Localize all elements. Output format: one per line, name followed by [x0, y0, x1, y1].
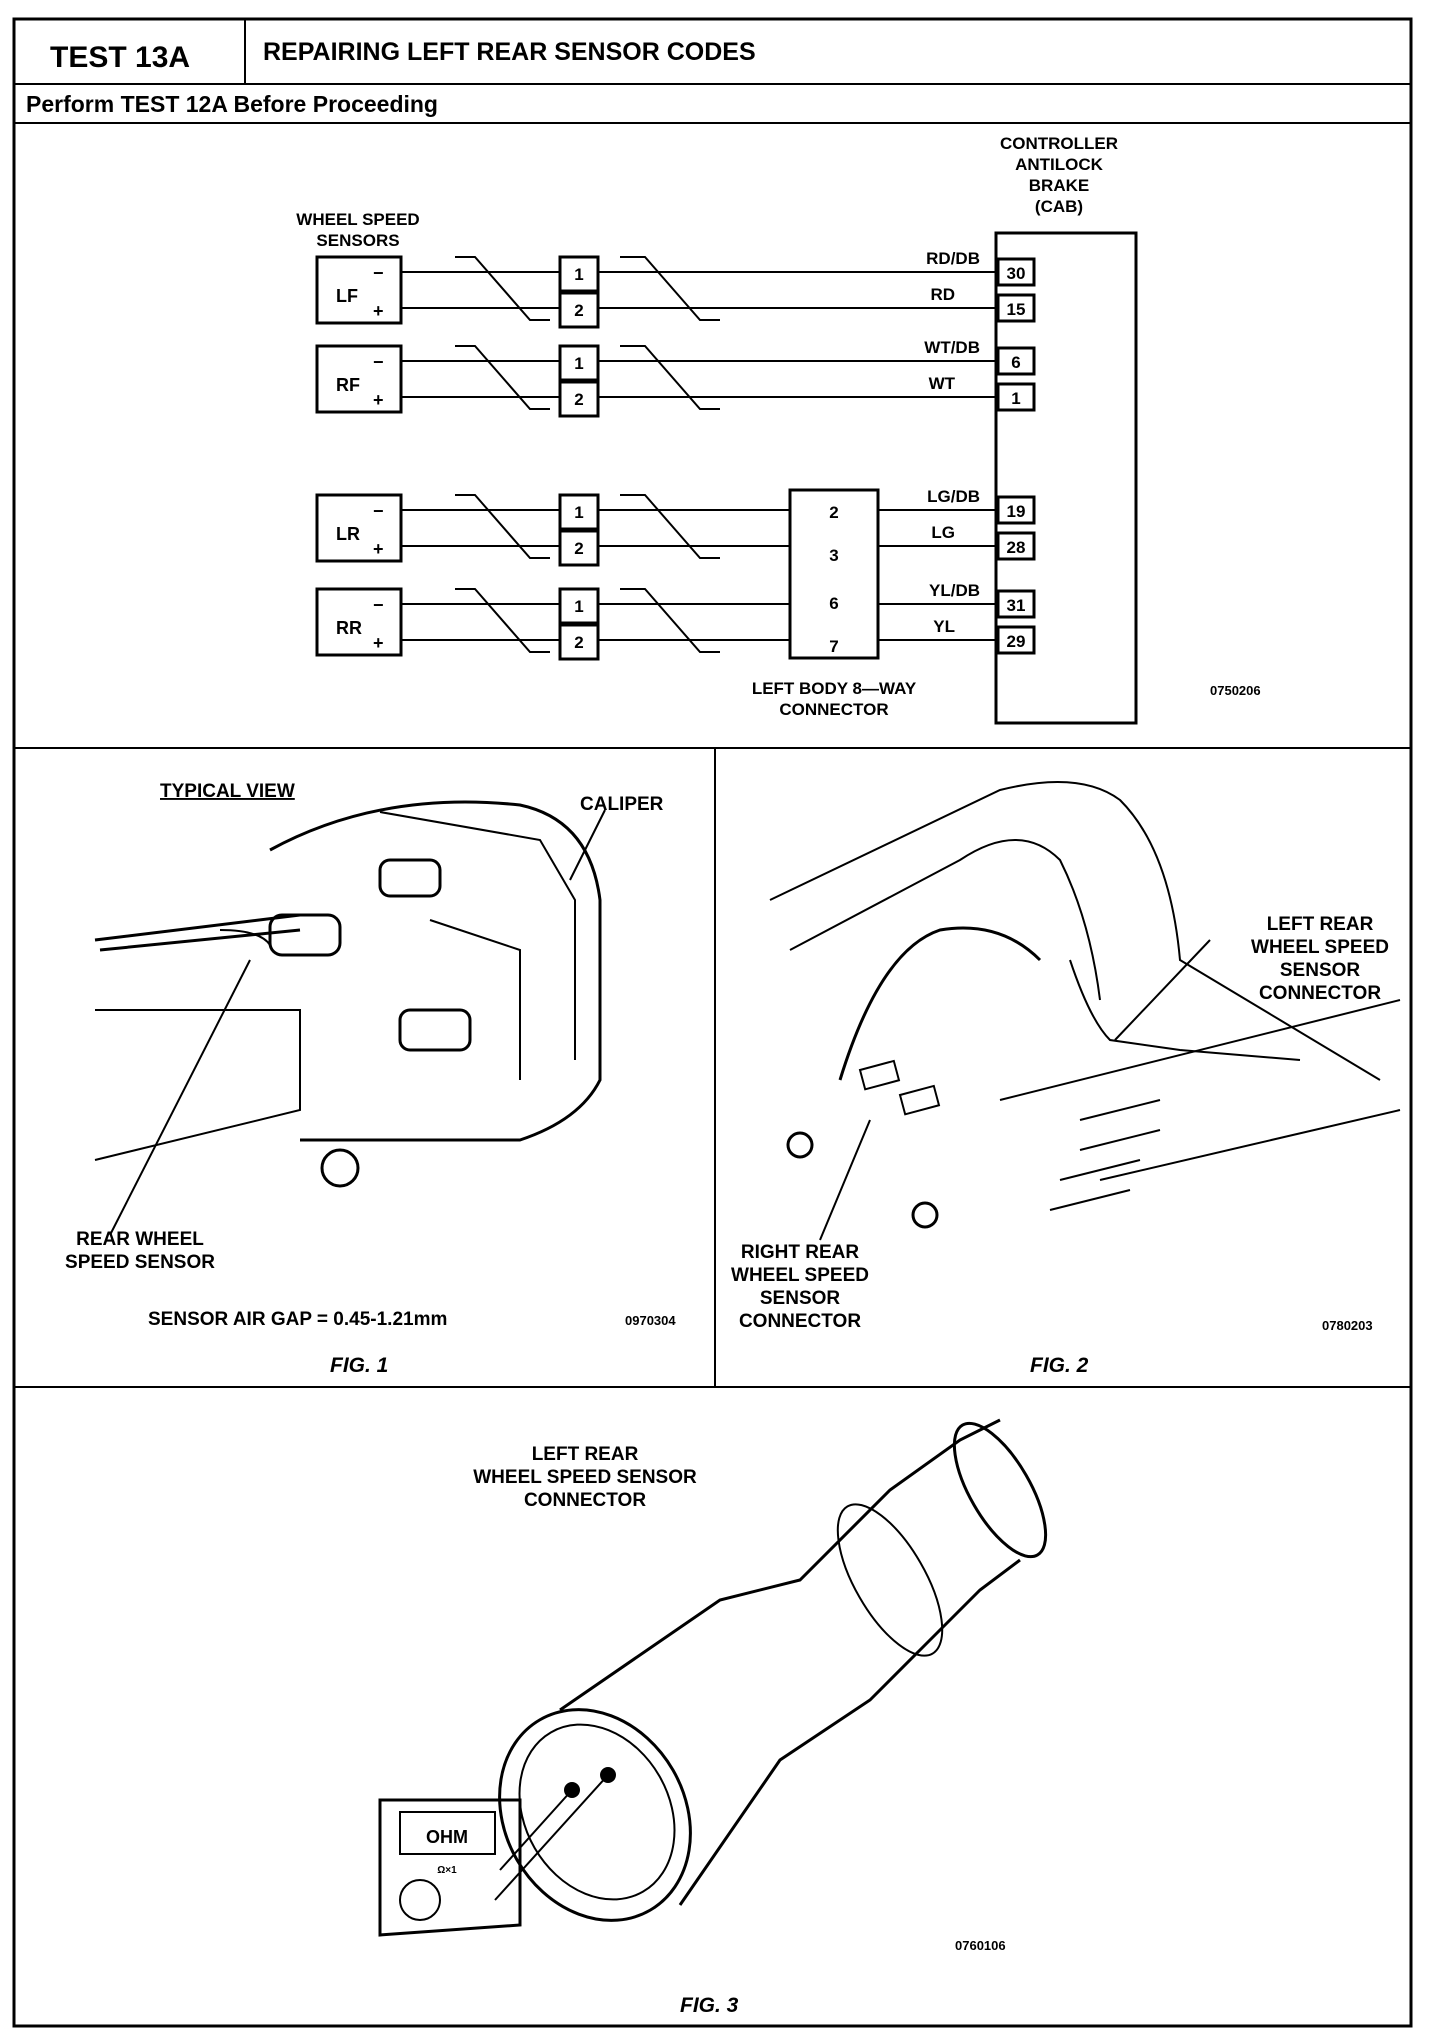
lf-pin2: 2: [574, 301, 583, 320]
lr-label: LR: [336, 524, 360, 544]
sensors-label-2: SENSORS: [316, 231, 399, 250]
fig1-typical-view: TYPICAL VIEW: [160, 781, 295, 802]
page-frame: [12, 17, 1413, 2028]
ohm-meter-display: OHM: [426, 1827, 468, 1847]
rr-sensor-box: [315, 587, 403, 657]
wire-rf-2: WT: [929, 374, 956, 393]
body-pin-rr1: 6: [829, 594, 838, 613]
lr-plus: +: [373, 539, 384, 559]
fig2-left-rear-label-1: LEFT REAR: [1267, 914, 1374, 935]
page-title: REPAIRING LEFT REAR SENSOR CODES: [263, 38, 756, 66]
cab-pin-29: 29: [1007, 632, 1026, 651]
fig3-connector-label-3: CONNECTOR: [524, 1490, 646, 1511]
wire-lr-2: LG: [931, 523, 955, 542]
lf-pin1: 1: [574, 265, 583, 284]
fig2-code: 0780203: [1322, 1318, 1373, 1333]
lr-pin1: 1: [574, 503, 583, 522]
fig1-caliper-label: CALIPER: [580, 794, 664, 815]
lr-pin2: 2: [574, 539, 583, 558]
cab-pin-19: 19: [1007, 502, 1026, 521]
wire-rr-2: YL: [933, 617, 955, 636]
fig2-right-rear-label-3: SENSOR: [760, 1288, 841, 1309]
rf-pin2: 2: [574, 390, 583, 409]
rr-plus: +: [373, 633, 384, 653]
rf-label: RF: [336, 375, 360, 395]
body-pin-lr1: 2: [829, 503, 838, 522]
fig3-code: 0760106: [955, 1938, 1006, 1953]
rr-label: RR: [336, 618, 362, 638]
rr-pin2: 2: [574, 633, 583, 652]
cab-pin-1: 1: [1011, 389, 1020, 408]
fig2-right-rear-label-4: CONNECTOR: [739, 1311, 861, 1332]
cab-terminals: [996, 257, 1036, 655]
fig3-connector-label-2: WHEEL SPEED SENSOR: [473, 1467, 697, 1488]
fig3-connector-label-1: LEFT REAR: [532, 1444, 639, 1465]
wire-rr-1: YL/DB: [929, 581, 980, 600]
fig1-rear-sensor-label-1: REAR WHEEL: [76, 1229, 204, 1250]
lf-plus: +: [373, 301, 384, 321]
cab-pin-15: 15: [1007, 300, 1026, 319]
fig2-trunk-illustration: [769, 781, 1401, 1241]
schematic-figure-code: 0750206: [1210, 683, 1261, 698]
fig2-left-rear-label-3: SENSOR: [1280, 960, 1361, 981]
cab-pin-6: 6: [1011, 353, 1020, 372]
fig2-right-rear-label-2: WHEEL SPEED: [731, 1265, 869, 1286]
controller-label-4: (CAB): [1035, 197, 1083, 216]
body-8-way-connector: [788, 488, 880, 660]
lr-sensor-box: [315, 493, 403, 563]
controller-label-1: CONTROLLER: [1000, 134, 1118, 153]
fig2-caption: FIG. 2: [1030, 1354, 1089, 1377]
fig1-caliper-illustration: [94, 800, 606, 1236]
lf-label: LF: [336, 286, 358, 306]
wire-lf-2: RD: [930, 285, 955, 304]
inline-connectors: [558, 255, 600, 661]
cab-pin-28: 28: [1007, 538, 1026, 557]
body-pin-rr2: 7: [829, 637, 838, 656]
fig1-code: 0970304: [625, 1313, 676, 1328]
wire-lr-1: LG/DB: [927, 487, 980, 506]
fig1-caption: FIG. 1: [330, 1354, 388, 1377]
sensor-side-wires: [401, 271, 560, 641]
rf-plus: +: [373, 390, 384, 410]
fig2-left-rear-label-4: CONNECTOR: [1259, 983, 1381, 1004]
wiring-schematic: CONTROLLER ANTILOCK BRAKE (CAB) WHEEL SP…: [296, 134, 1261, 725]
rr-minus: −: [373, 595, 384, 615]
fig1-rear-sensor-label-2: SPEED SENSOR: [65, 1252, 215, 1273]
wire-rf-1: WT/DB: [924, 338, 980, 357]
wire-lf-1: RD/DB: [926, 249, 980, 268]
body-pin-lr2: 3: [829, 546, 838, 565]
test-id: TEST 13A: [50, 41, 190, 74]
cab-controller-box: [994, 231, 1138, 725]
harness-wires: [598, 271, 996, 641]
page-subtitle: Perform TEST 12A Before Proceeding: [26, 91, 438, 117]
fig3-connector-illustration: [378, 1418, 1048, 1937]
cab-pin-30: 30: [1007, 264, 1026, 283]
controller-label-3: BRAKE: [1029, 176, 1089, 195]
lf-sensor-box: [315, 255, 403, 325]
cab-pin-31: 31: [1007, 596, 1026, 615]
ohm-meter-range: Ω×1: [437, 1865, 457, 1876]
fig1-air-gap: SENSOR AIR GAP = 0.45-1.21mm: [148, 1309, 447, 1330]
rr-pin1: 1: [574, 597, 583, 616]
rf-minus: −: [373, 352, 384, 372]
fig2-right-rear-label-1: RIGHT REAR: [741, 1242, 860, 1263]
rf-pin1: 1: [574, 354, 583, 373]
twisted-pair-marks: [455, 256, 720, 653]
fig2-left-rear-label-2: WHEEL SPEED: [1251, 937, 1389, 958]
lf-minus: −: [373, 263, 384, 283]
lr-minus: −: [373, 501, 384, 521]
body-connector-label-2: CONNECTOR: [779, 700, 888, 719]
sensors-label-1: WHEEL SPEED: [296, 210, 419, 229]
controller-label-2: ANTILOCK: [1015, 155, 1104, 174]
body-connector-label-1: LEFT BODY 8—WAY: [752, 679, 917, 698]
rf-sensor-box: [315, 344, 403, 414]
fig3-caption: FIG. 3: [680, 1994, 739, 2017]
